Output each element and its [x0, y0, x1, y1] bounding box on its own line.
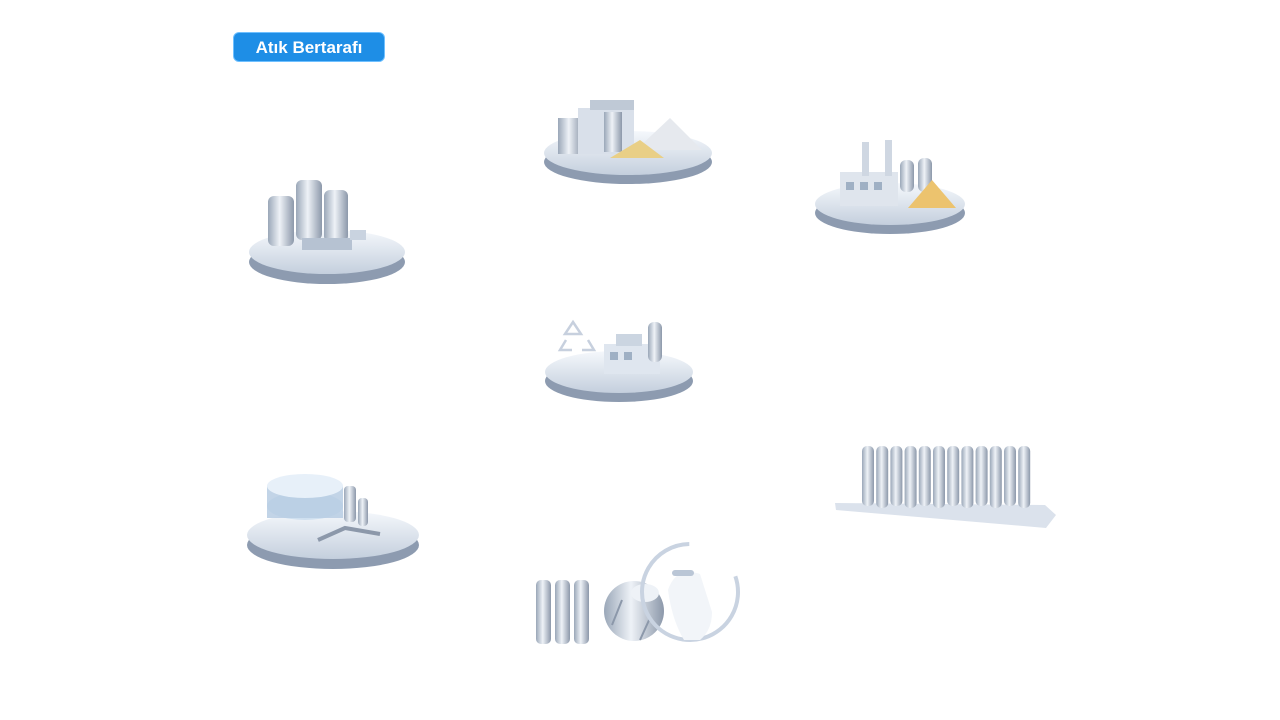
solid-cycle-arrows — [282, 76, 946, 636]
arrow-conversion-to-enrichment — [896, 308, 946, 398]
centrifuge-cylinder — [989, 446, 1002, 508]
recycle-icon — [557, 319, 597, 352]
centrifuge-cylinder — [876, 446, 889, 508]
dashed-reprocess-to-enrichment — [714, 394, 814, 500]
spent-fuel-storage-icon — [249, 180, 405, 284]
label-enrichment: Zenginleştirme — [875, 539, 1005, 559]
power-plant-icon — [247, 474, 419, 569]
label-spent-storage-line2: Depolama — [265, 330, 353, 350]
reprocessing-plant-icon — [545, 322, 693, 402]
centrifuge-cylinder — [1004, 446, 1016, 506]
arrow-fabrication-to-power — [422, 596, 512, 636]
enrichment-centrifuges-icon — [835, 446, 1056, 528]
centrifuge-cylinder — [975, 446, 988, 506]
centrifuge-cylinder — [862, 446, 874, 506]
centrifuge-cylinder — [890, 446, 903, 506]
centrifuge-cylinder — [947, 446, 960, 506]
centrifuge-cylinder — [1018, 446, 1031, 508]
dashed-arrows — [356, 97, 814, 564]
arrow-storage-to-waste — [282, 76, 346, 158]
label-power-plant: Güç Santrali — [273, 593, 381, 613]
centrifuge-cylinder — [961, 446, 974, 508]
centrifuge-cylinder — [918, 446, 931, 506]
arrow-enrichment-to-fabrication — [752, 546, 821, 630]
label-conversion: Dönüştürme — [846, 249, 953, 269]
conversion-plant-icon — [815, 140, 965, 234]
waste-disposal-badge: Atık Bertarafı — [233, 32, 385, 62]
fuel-fabrication-icon — [536, 542, 740, 644]
label-fabrication: Yakıt Fabrikasyonu — [557, 678, 723, 698]
arrow-power-to-storage — [284, 360, 346, 444]
label-spent-storage-line1: Kullanılmış Yakıt — [237, 301, 381, 321]
label-mining: Madencilik ve Öğütme — [514, 200, 706, 220]
centrifuge-cylinder — [933, 446, 945, 508]
label-reprocessing: Yeniden İşleme — [561, 414, 693, 434]
dashed-reprocess-to-waste — [356, 97, 544, 324]
arrow-mining-to-conversion — [718, 137, 803, 184]
centrifuge-cylinder — [904, 446, 917, 508]
mine-icon — [544, 100, 712, 184]
